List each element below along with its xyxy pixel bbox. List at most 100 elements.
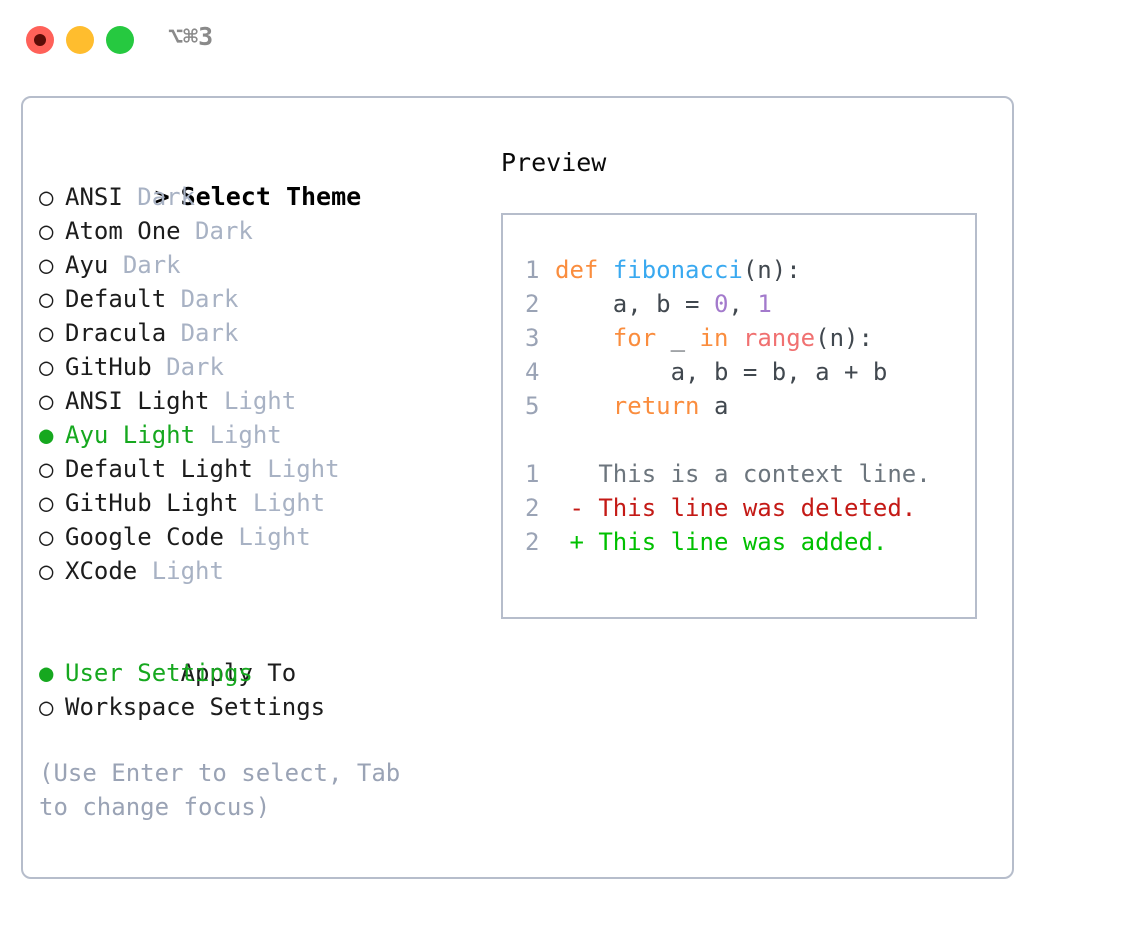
code-token: ,: [728, 290, 758, 318]
code-line: 3 for _ in range(n):: [525, 321, 975, 355]
line-number: 2: [525, 290, 540, 318]
theme-option-label: ANSI: [65, 183, 123, 211]
theme-option-label: GitHub: [65, 353, 152, 381]
code-diff-separator: [525, 423, 975, 457]
theme-option-label: GitHub Light: [65, 489, 239, 517]
radio-selected-icon: ●: [39, 421, 54, 449]
theme-picker-heading: >Select Theme: [39, 146, 469, 211]
radio-unselected-icon: ○: [39, 455, 54, 483]
radio-unselected-icon: ○: [39, 183, 54, 211]
code-line: 2 a, b = 0, 1: [525, 287, 975, 321]
code-token: for: [612, 324, 657, 352]
theme-list: ○ANSI Dark○Atom One Dark○Ayu Dark○Defaul…: [39, 180, 469, 588]
line-number: 2: [525, 494, 540, 522]
theme-variant-tag: Light: [223, 387, 297, 415]
code-token: (n):: [742, 256, 801, 284]
theme-option[interactable]: ○ ANSI Light Light: [39, 384, 469, 418]
theme-option[interactable]: ○Ayu Dark: [39, 248, 469, 282]
theme-option[interactable]: ○ Default Light Light: [39, 452, 469, 486]
radio-unselected-icon: ○: [39, 557, 54, 585]
theme-option[interactable]: ○XCode Light: [39, 554, 469, 588]
theme-picker-heading-label: Select Theme: [180, 182, 362, 211]
radio-unselected-icon: ○: [39, 319, 54, 347]
theme-option[interactable]: ○ANSI Dark: [39, 180, 469, 214]
theme-option-label: Default: [65, 285, 167, 313]
label-gap: [195, 421, 209, 449]
diff-line: 2 - This line was deleted.: [525, 491, 975, 525]
theme-picker: >Select Theme ○ANSI Dark○Atom One Dark○A…: [39, 146, 469, 824]
diff-text: This is a context line.: [598, 460, 931, 488]
code-token: range: [742, 324, 816, 352]
radio-selected-icon: ●: [39, 659, 54, 687]
preview-title: Preview: [501, 148, 607, 177]
radio-unselected-icon: ○: [39, 353, 54, 381]
radio-unselected-icon: ○: [39, 387, 54, 415]
theme-option[interactable]: ○ GitHub Dark: [39, 350, 469, 384]
theme-option-label: Atom One: [65, 217, 181, 245]
line-number: 1: [525, 256, 540, 284]
theme-option-label: Default Light: [65, 455, 253, 483]
code-token: return: [612, 392, 700, 420]
theme-option[interactable]: ○Google Code Light: [39, 520, 469, 554]
label-gap: [108, 251, 122, 279]
line-number: 4: [525, 358, 540, 386]
code-line: 4 a, b = b, a + b: [525, 355, 975, 389]
label-gap: [210, 387, 224, 415]
theme-option[interactable]: ○GitHub Light Light: [39, 486, 469, 520]
diff-text: This line was added.: [598, 528, 888, 556]
radio-unselected-icon: ○: [39, 251, 54, 279]
code-line: 1 def fibonacci(n):: [525, 253, 975, 287]
code-token: fibonacci: [612, 256, 743, 284]
theme-option[interactable]: ● Ayu Light Light: [39, 418, 469, 452]
keyboard-shortcut-label: ⌥⌘3: [168, 22, 214, 51]
line-number: 1: [525, 460, 540, 488]
keyboard-hint: (Use Enter to select, Tab to change focu…: [39, 759, 401, 821]
theme-variant-tag: Dark: [180, 319, 239, 347]
content-panel: >Select Theme ○ANSI Dark○Atom One Dark○A…: [21, 96, 1014, 879]
label-gap: [123, 183, 137, 211]
label-gap: [253, 455, 267, 483]
line-number: 2: [525, 528, 540, 556]
diff-text: This line was deleted.: [598, 494, 917, 522]
theme-option[interactable]: ○ Dracula Dark: [39, 316, 469, 350]
theme-variant-tag: Light: [238, 523, 311, 551]
code-token: [555, 392, 613, 420]
theme-variant-tag: Light: [267, 455, 340, 483]
theme-variant-tag: Light: [151, 557, 224, 585]
label-gap: [238, 489, 252, 517]
radio-unselected-icon: ○: [39, 523, 54, 551]
apply-to-heading: Apply To: [39, 622, 469, 687]
theme-option[interactable]: ○Default Dark: [39, 282, 469, 316]
theme-option[interactable]: ○Atom One Dark: [39, 214, 469, 248]
code-token: [598, 256, 612, 284]
line-number: 3: [525, 324, 540, 352]
diff-sign: [555, 460, 598, 488]
code-token: in: [699, 324, 729, 352]
theme-option-label: Dracula: [65, 319, 167, 347]
theme-option-label: Ayu: [65, 251, 109, 279]
code-line: 5 return a: [525, 389, 975, 423]
code-token: (n):: [815, 324, 873, 352]
theme-variant-tag: Dark: [180, 285, 239, 313]
theme-option-label: ANSI Light: [65, 387, 210, 415]
label-gap: [137, 557, 151, 585]
apply-to-option[interactable]: ● User Settings: [39, 656, 469, 690]
theme-variant-tag: Dark: [195, 217, 253, 245]
apply-to-option[interactable]: ○Workspace Settings: [39, 690, 469, 724]
record-indicator-icon: [34, 34, 46, 46]
theme-variant-tag: Dark: [166, 353, 224, 381]
apply-to-option-label: User Settings: [65, 659, 253, 687]
theme-variant-tag: Light: [209, 421, 282, 449]
theme-option-label: Ayu Light: [65, 421, 196, 449]
apply-to-heading-label: Apply To: [180, 659, 297, 687]
label-gap: [181, 217, 195, 245]
code-token: [555, 324, 613, 352]
zoom-button[interactable]: [106, 26, 134, 54]
code-token: def: [555, 256, 599, 284]
minimize-button[interactable]: [66, 26, 94, 54]
code-token: a: [699, 392, 729, 420]
section-spacer: [39, 588, 469, 622]
